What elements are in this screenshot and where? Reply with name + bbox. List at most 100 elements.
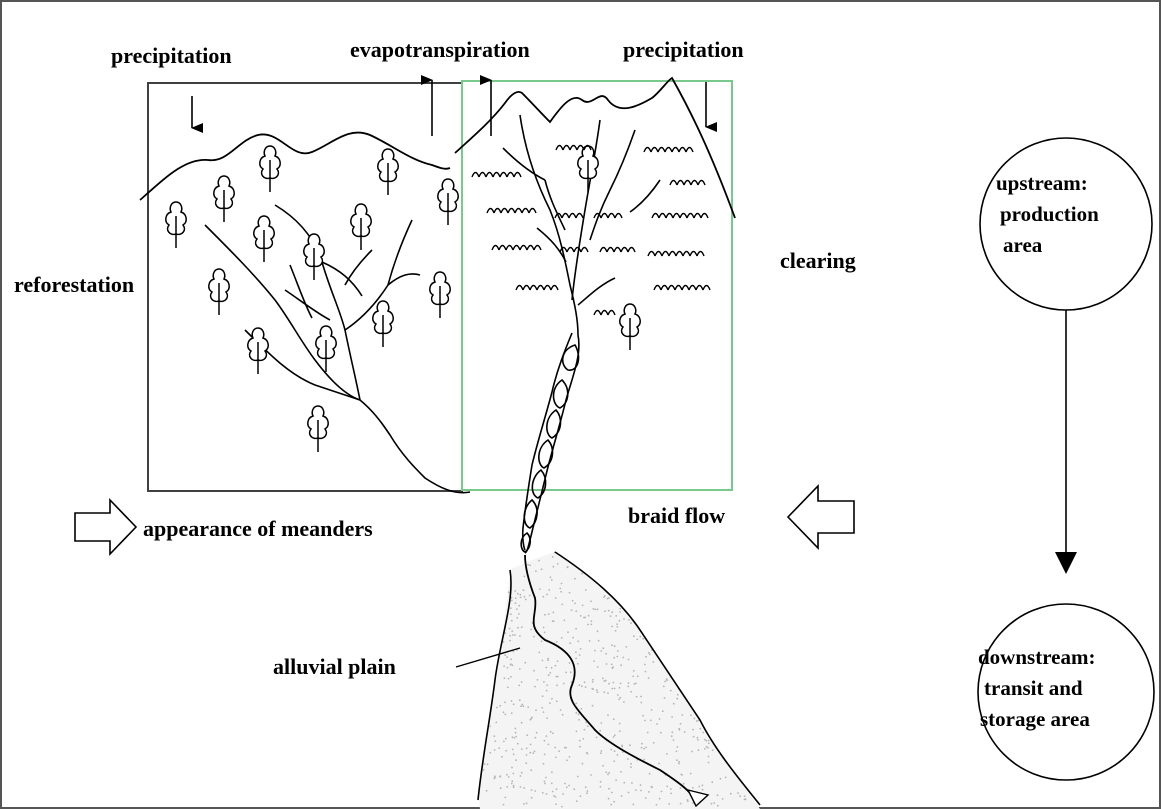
stipple-dot — [551, 782, 553, 784]
stipple-dot — [545, 777, 547, 779]
stipple-dot — [594, 650, 596, 652]
stipple-dot — [494, 775, 496, 777]
stipple-dot — [649, 654, 651, 656]
stipple-dot — [495, 722, 497, 724]
upstream-line-3: area — [1003, 233, 1043, 257]
stipple-dot — [525, 599, 527, 601]
stipple-dot — [493, 735, 495, 737]
left-mountain-ridge — [140, 133, 450, 200]
stipple-dot — [544, 754, 546, 756]
stipple-dot — [613, 657, 615, 659]
stipple-dot — [619, 620, 621, 622]
stipple-dot — [651, 709, 653, 711]
stipple-dot — [556, 676, 558, 678]
stipple-dot — [575, 628, 577, 630]
stipple-dot — [642, 715, 644, 717]
stipple-dot — [645, 747, 647, 749]
stipple-dot — [607, 598, 609, 600]
stipple-dot — [566, 786, 568, 788]
stipple-dot — [671, 735, 673, 737]
stipple-dot — [645, 671, 647, 673]
stipple-dot — [503, 665, 505, 667]
upstream-line-2: production — [1000, 202, 1099, 226]
stipple-dot — [524, 576, 526, 578]
stipple-dot — [496, 707, 498, 709]
stipple-dot — [644, 720, 646, 722]
stipple-dot — [712, 749, 714, 751]
stipple-dot — [593, 660, 595, 662]
stipple-dot — [639, 636, 641, 638]
stipple-dot — [521, 772, 523, 774]
stipple-dot — [521, 681, 523, 683]
stipple-dot — [585, 786, 587, 788]
stipple-dot — [677, 746, 679, 748]
stipple-dot — [572, 637, 574, 639]
stipple-dot — [565, 672, 567, 674]
stipple-dot — [648, 791, 650, 793]
downstream-line-3: storage area — [980, 707, 1090, 731]
stipple-dot — [592, 681, 594, 683]
stipple-dot — [532, 752, 534, 754]
stipple-dot — [602, 678, 604, 680]
stipple-dot — [641, 743, 643, 745]
stipple-dot — [536, 732, 538, 734]
reforestation-trees — [166, 146, 640, 452]
stipple-dot — [486, 790, 488, 792]
stipple-dot — [702, 784, 704, 786]
stipple-dot — [608, 610, 610, 612]
stipple-dot — [514, 590, 516, 592]
stipple-dot — [615, 615, 617, 617]
stipple-dot — [591, 620, 593, 622]
stipple-dot — [576, 800, 578, 802]
stipple-dot — [569, 662, 571, 664]
stipple-dot — [519, 594, 521, 596]
stipple-dot — [599, 730, 601, 732]
stipple-dot — [506, 786, 508, 788]
stipple-dot — [631, 782, 633, 784]
stipple-dot — [567, 631, 569, 633]
stipple-dot — [713, 802, 715, 804]
stipple-dot — [487, 764, 489, 766]
arrowhead-icon — [1055, 552, 1077, 574]
stipple-dot — [543, 681, 545, 683]
stipple-dot — [611, 688, 613, 690]
reforestation-label: reforestation — [14, 272, 134, 297]
stipple-dot — [687, 799, 689, 801]
stipple-dot — [730, 793, 732, 795]
stipple-dot — [563, 619, 565, 621]
stipple-dot — [623, 782, 625, 784]
stipple-dot — [619, 608, 621, 610]
stipple-dot — [601, 750, 603, 752]
stipple-dot — [538, 560, 540, 562]
stipple-dot — [697, 739, 699, 741]
stipple-dot — [587, 725, 589, 727]
stipple-dot — [606, 663, 608, 665]
stipple-dot — [512, 773, 514, 775]
stipple-dot — [597, 608, 599, 610]
stipple-dot — [575, 703, 577, 705]
stipple-dot — [691, 751, 693, 753]
stipple-dot — [494, 749, 496, 751]
stipple-dot — [603, 596, 605, 598]
stipple-dot — [648, 677, 650, 679]
stipple-dot — [677, 694, 679, 696]
stipple-dot — [529, 564, 531, 566]
stipple-dot — [608, 772, 610, 774]
stipple-dot — [629, 744, 631, 746]
tree-icon — [209, 269, 229, 315]
stipple-dot — [534, 790, 536, 792]
stipple-dot — [705, 740, 707, 742]
stipple-dot — [526, 802, 528, 804]
stipple-dot — [558, 750, 560, 752]
stipple-dot — [544, 783, 546, 785]
stipple-dot — [584, 681, 586, 683]
stipple-dot — [569, 756, 571, 758]
stipple-dot — [542, 792, 544, 794]
stipple-dot — [604, 610, 606, 612]
stipple-dot — [582, 763, 584, 765]
stipple-dot — [717, 805, 719, 807]
stipple-dot — [651, 786, 653, 788]
stipple-dot — [607, 774, 609, 776]
stipple-dot — [541, 707, 543, 709]
